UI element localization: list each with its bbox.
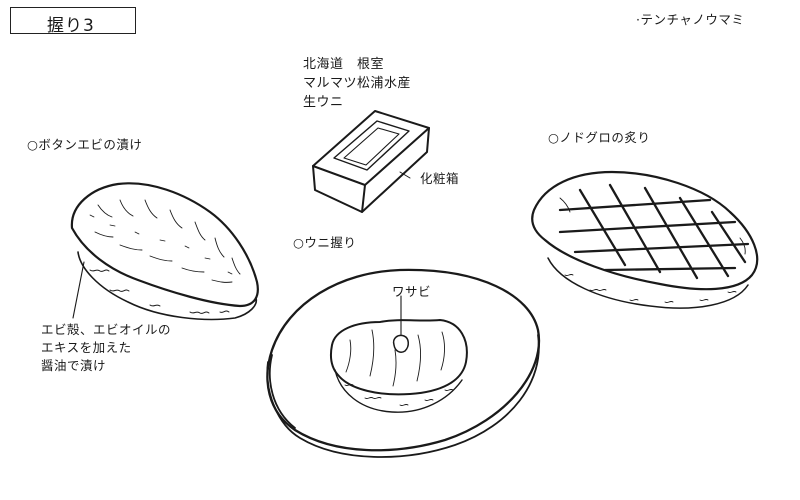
uni-nigiri-drawing [266,268,541,458]
botan-ebi-note: エビ殻、エビオイルの エキスを加えた 醤油で漬け [41,321,171,375]
botan-ebi-note-line-2: エキスを加えた [41,340,132,355]
botan-ebi-note-line-1: エビ殻、エビオイルの [41,322,172,337]
nodoguro-drawing [531,170,759,309]
chef-note: ·テンチャノウマミ [636,12,745,27]
nodoguro-label: ○ノドグロの炙り [548,130,651,145]
box-label: 化粧箱 [420,171,460,186]
botan-ebi-note-line-3: 醤油で漬け [41,358,107,373]
gift-box-drawing [312,110,430,213]
wasabi-label: ワサビ [392,284,432,299]
uni-origin-line-1: 北海道 根室 [303,57,385,72]
uni-origin-line-2: マルマツ松浦水産 [303,76,412,91]
uni-origin-text: 北海道 根室 マルマツ松浦水産 生ウニ [303,55,411,112]
title-box: 握り3 [10,7,136,36]
uni-nigiri-label: ○ウニ握り [293,235,357,250]
uni-origin-line-3: 生ウニ [303,95,344,110]
botan-ebi-label: ○ボタンエビの漬け [27,137,143,152]
botan-ebi-drawing [70,182,259,321]
page-title: 握り3 [47,16,95,36]
